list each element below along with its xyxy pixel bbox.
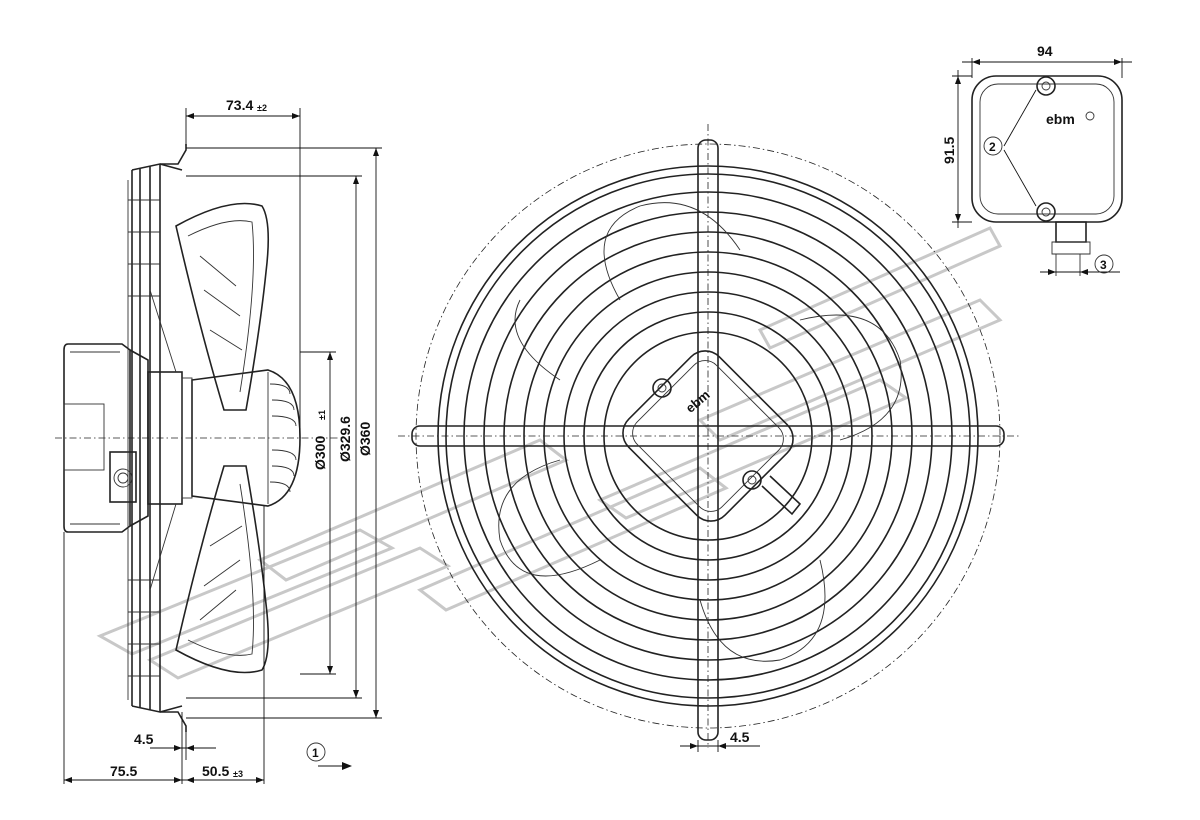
dim-50-5: 50.5 bbox=[202, 763, 229, 779]
terminal-box-dimensions bbox=[952, 58, 1132, 275]
terminal-box-view bbox=[971, 75, 1123, 276]
callout-1-circle bbox=[306, 742, 326, 762]
dim-d329-6: Ø329.6 bbox=[337, 416, 353, 462]
dim-d300-tolerance: ±1 bbox=[317, 410, 327, 420]
watermark bbox=[96, 226, 1003, 680]
callout-3-circle bbox=[1094, 254, 1114, 274]
callout-2-circle bbox=[983, 136, 1003, 156]
callout-1: 1 bbox=[312, 746, 319, 760]
callout-2: 2 bbox=[989, 140, 996, 154]
callout-3: 3 bbox=[1100, 258, 1107, 272]
dim-50-5-tolerance: ±3 bbox=[233, 769, 243, 779]
side-view bbox=[55, 144, 345, 732]
dim-4-5-front: 4.5 bbox=[730, 729, 750, 745]
front-view bbox=[398, 124, 1020, 748]
box-logo: ebm bbox=[1046, 111, 1075, 127]
dim-94: 94 bbox=[1037, 43, 1053, 59]
dim-73-4-tolerance: ±2 bbox=[257, 103, 267, 113]
dim-75-5: 75.5 bbox=[110, 763, 137, 779]
dim-d300: Ø300 bbox=[312, 436, 328, 470]
dim-d360: Ø360 bbox=[357, 422, 373, 456]
dim-91-5: 91.5 bbox=[941, 137, 957, 164]
dim-4-5-side: 4.5 bbox=[134, 731, 154, 747]
side-view-dimensions bbox=[63, 108, 382, 784]
box-logo-mark bbox=[1085, 111, 1095, 121]
front-view-dimensions bbox=[680, 740, 760, 752]
dim-73-4: 73.4 bbox=[226, 97, 253, 113]
